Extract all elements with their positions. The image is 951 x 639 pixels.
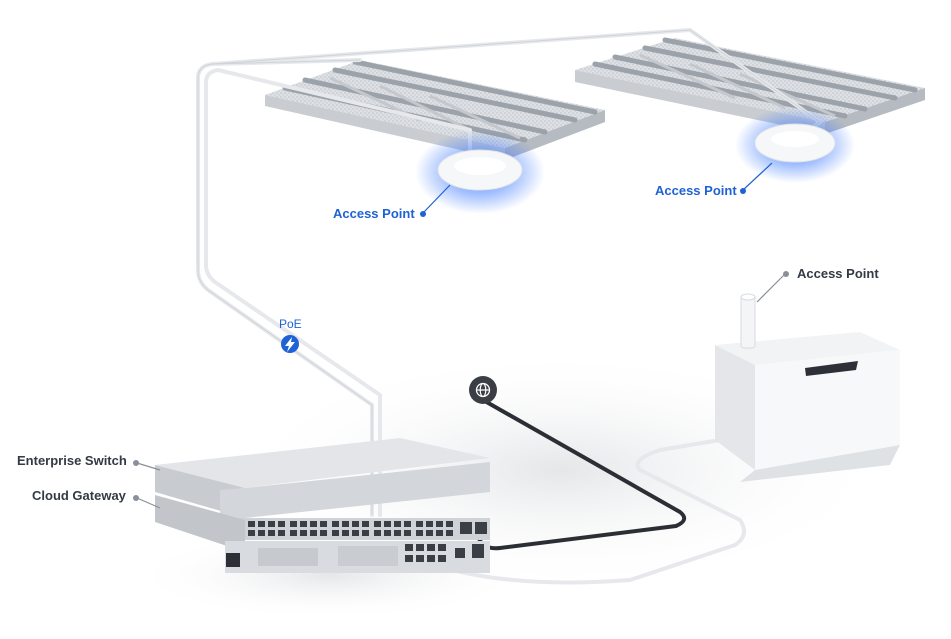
access-point-ceiling-2 <box>735 107 855 183</box>
ceiling-panel-right <box>575 37 925 134</box>
access-point-label-3: Access Point <box>797 266 879 281</box>
leader-dot-ap3 <box>783 271 789 277</box>
cabinet <box>715 332 900 482</box>
leader-dot-switch <box>133 460 139 466</box>
access-point-ceiling-1 <box>415 130 545 214</box>
leader-dot-ap1 <box>420 211 426 217</box>
enterprise-switch-label: Enterprise Switch <box>17 453 127 468</box>
leader-lines <box>136 162 786 509</box>
cloud-gateway <box>155 495 490 573</box>
cloud-gateway-label: Cloud Gateway <box>32 488 126 503</box>
poe-label: PoE <box>279 317 302 331</box>
globe-icon <box>469 376 497 404</box>
enterprise-switch <box>155 438 490 540</box>
access-point-mesh <box>740 293 756 349</box>
access-point-label-2: Access Point <box>655 183 737 198</box>
leader-dot-gateway <box>133 495 139 501</box>
leader-dot-ap2 <box>740 188 746 194</box>
lightning-bolt-icon <box>281 335 299 353</box>
access-point-label-1: Access Point <box>333 206 415 221</box>
